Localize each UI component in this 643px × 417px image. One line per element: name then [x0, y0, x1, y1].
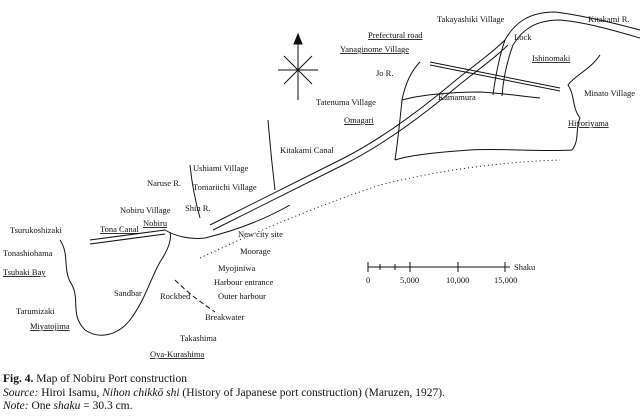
scale-tick: 0: [366, 275, 370, 285]
label-hiyoriyama: Hiyoriyama: [568, 118, 609, 128]
label-ishinomaki: Ishinomaki: [532, 53, 571, 63]
map: Shaku 0 5,000 10,000 15,000 Takayashiki …: [3, 11, 641, 359]
label-rockbed: Rockbed: [160, 291, 191, 301]
label-omagari: Omagari: [344, 115, 374, 125]
label-tarumizaki: Tarumizaki: [16, 306, 55, 316]
label-kitakami-canal: Kitakami Canal: [280, 145, 334, 155]
label-tona-canal: Tona Canal: [100, 224, 139, 234]
label-kamamura: Kamamura: [438, 92, 476, 102]
scale-bar: [367, 262, 510, 272]
miyato-peninsula: [59, 239, 131, 336]
label-tomariichi-village: Tomariichi Village: [193, 182, 257, 192]
coastline-nobiru: [164, 204, 291, 239]
source-details: (History of Japanese port construction) …: [182, 386, 445, 399]
breakwater: [174, 279, 216, 313]
note-post: = 30.3 cm.: [83, 400, 133, 413]
label-lock: Lock: [514, 32, 532, 42]
north-arrow-icon: [278, 32, 318, 100]
kamamura-area: [394, 91, 541, 161]
figure-title: Map of Nobiru Port construction: [36, 373, 187, 385]
note-label: Note:: [3, 400, 29, 413]
label-tsurukoshizaki: Tsurukoshizaki: [10, 225, 62, 235]
scale-unit: Shaku: [514, 262, 536, 272]
label-jo-r: Jo R.: [376, 68, 393, 78]
caption-source-line: Source: Hiroi Isamu, Nihon chikkō shi (H…: [3, 387, 643, 401]
figure-number: Fig. 4.: [3, 373, 34, 385]
label-sandbar: Sandbar: [114, 288, 142, 298]
label-myojiniwa: Myojiniwa: [218, 263, 256, 273]
note-pre: One: [31, 400, 51, 413]
caption-title-line: Fig. 4. Map of Nobiru Port construction: [3, 373, 643, 387]
label-shin-r: Shin R.: [185, 203, 211, 213]
label-takayashiki-village: Takayashiki Village: [437, 14, 505, 24]
label-minato-village: Minato Village: [584, 88, 635, 98]
label-prefectural-road: Prefectural road: [368, 30, 423, 40]
shoals: [199, 159, 561, 259]
label-kitakami-r: Kitakami R.: [588, 14, 630, 24]
kitakami-canal: [209, 39, 506, 226]
label-ushiami-village: Ushiami Village: [193, 163, 249, 173]
label-outer-harbour: Outer harbour: [218, 291, 266, 301]
caption-note-line: Note: One shaku = 30.3 cm.: [3, 400, 643, 414]
label-nobiru: Nobiru: [143, 218, 168, 228]
source-author: Hiroi Isamu,: [41, 386, 100, 399]
label-tonashiohama: Tonashiohama: [3, 248, 53, 258]
label-tatenuma-village: Tatenuma Village: [316, 97, 376, 107]
scale-tick: 15,000: [494, 275, 517, 285]
label-tsubaki-bay: Tsubaki Bay: [3, 267, 46, 277]
coastline-east: [567, 54, 601, 151]
label-takashima: Takashima: [180, 333, 217, 343]
label-moorage: Moorage: [240, 246, 271, 256]
prefectural-road: [429, 61, 561, 89]
label-breakwater: Breakwater: [205, 312, 244, 322]
tona-canal: [89, 229, 166, 241]
label-harbour-entrance: Harbour entrance: [214, 277, 273, 287]
scale-tick: 10,000: [446, 275, 469, 285]
naruse-river: [189, 164, 201, 219]
label-miyatojima: Miyatojima: [30, 321, 70, 331]
label-yanaginome-village: Yanaginome Village: [340, 44, 409, 54]
label-nobiru-village: Nobiru Village: [120, 205, 171, 215]
figure-caption: Fig. 4. Map of Nobiru Port construction …: [3, 373, 643, 414]
scale-tick: 5,000: [400, 275, 419, 285]
note-term: shaku: [53, 400, 81, 413]
jo-river: [401, 61, 421, 101]
kitakami-river: [492, 11, 641, 96]
label-naruse-r: Naruse R.: [147, 178, 181, 188]
source-label: Source:: [3, 386, 39, 399]
source-title: Nihon chikkō shi: [102, 386, 180, 399]
label-oya-kurashima: Oya-Kurashima: [150, 349, 205, 359]
label-new-city-site: New city site: [238, 229, 283, 239]
